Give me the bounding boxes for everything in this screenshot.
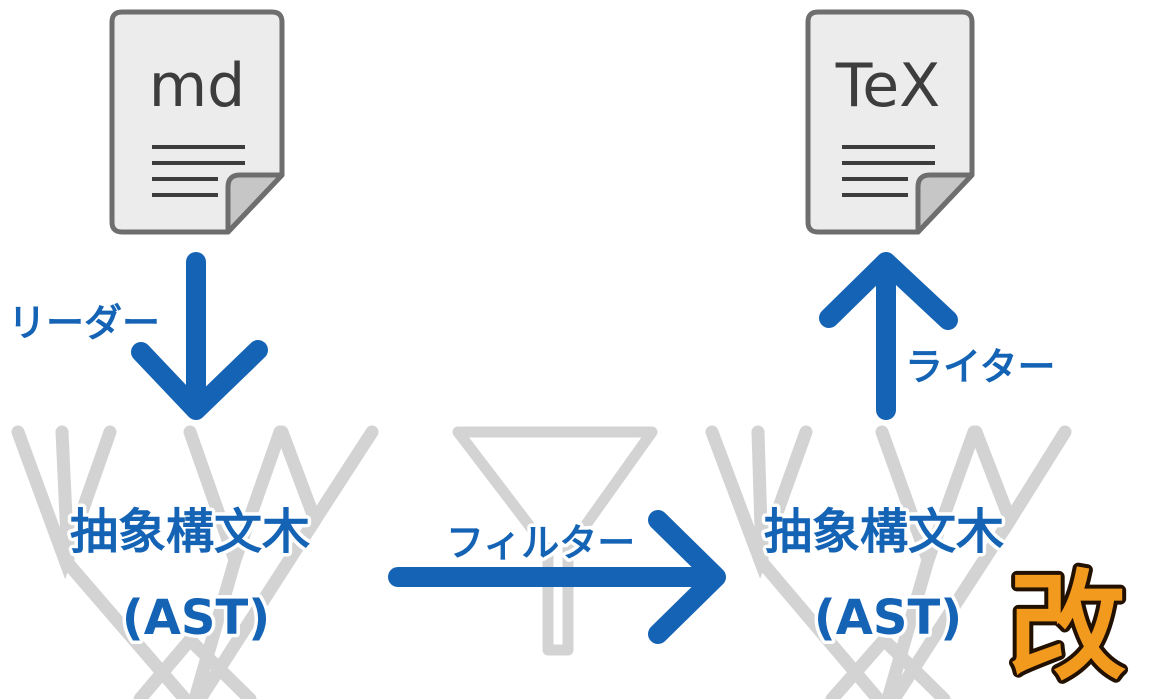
right-ast-label-line2: (AST) (814, 590, 962, 646)
document-icon (109, 9, 285, 235)
left-ast-label-line1: 抽象構文木 (70, 504, 310, 560)
reader-label: リーダー (8, 301, 160, 345)
left-ast-label-line2: (AST) (122, 590, 270, 646)
right-ast-tree-icon (705, 425, 1072, 699)
filter-label: フィルター (446, 521, 635, 565)
document-icon (805, 9, 975, 235)
modified-badge: 改 (1008, 557, 1126, 696)
target-document-label: TeX (835, 51, 940, 121)
filter-arrow-icon (388, 510, 726, 644)
source-document: md (109, 9, 285, 235)
right-ast-label-line1: 抽象構文木 (764, 504, 1004, 560)
source-document-label: md (149, 51, 246, 121)
target-document: TeX (805, 9, 975, 235)
writer-arrow-icon (819, 252, 958, 420)
left-ast-tree-icon (11, 425, 379, 699)
writer-label: ライター (905, 345, 1055, 389)
funnel-icon (452, 426, 658, 656)
reader-arrow-icon (131, 252, 268, 420)
